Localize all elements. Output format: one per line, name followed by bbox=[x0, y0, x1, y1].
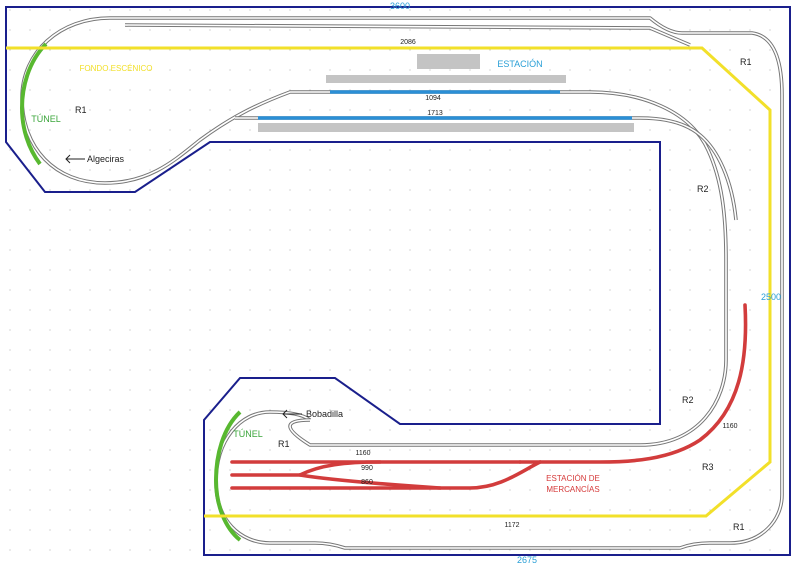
freight-station-label-2: MERCANCÍAS bbox=[546, 485, 599, 494]
radius-label: R3 bbox=[702, 462, 714, 472]
station-label: ESTACIÓN bbox=[497, 59, 542, 69]
track-length: 860 bbox=[361, 479, 373, 486]
track-length: 2086 bbox=[400, 39, 416, 46]
arrow-left-icon bbox=[65, 154, 85, 164]
track-length: 1160 bbox=[355, 450, 370, 457]
freight-crossover bbox=[298, 473, 442, 490]
freight-lead bbox=[518, 303, 748, 464]
destination-upper: Algeciras bbox=[87, 154, 125, 164]
scenic-backdrop-label: FONDO ESCÉNICO bbox=[80, 64, 153, 73]
main-track bbox=[20, 16, 784, 550]
tunnels bbox=[19, 42, 242, 542]
baseboard-outline bbox=[5, 6, 791, 556]
track-length: 1172 bbox=[504, 522, 519, 529]
platform-lower bbox=[258, 123, 634, 132]
track-length: 1160 bbox=[722, 423, 737, 430]
radius-label: R2 bbox=[682, 395, 694, 405]
tunnel-upper-label: TÚNEL bbox=[31, 114, 61, 124]
tunnel-lower bbox=[213, 410, 242, 542]
station-building bbox=[417, 54, 480, 69]
arrow-left-icon bbox=[282, 409, 302, 419]
dimension-bottom: 2675 bbox=[517, 555, 537, 563]
freight-siding-3 bbox=[230, 460, 542, 490]
tunnel-upper bbox=[19, 42, 48, 166]
radius-label: R2 bbox=[697, 184, 709, 194]
radius-label: R1 bbox=[75, 105, 87, 115]
radius-label: R1 bbox=[740, 57, 752, 67]
arrows bbox=[65, 154, 302, 419]
dimension-right: 2500 bbox=[761, 292, 781, 302]
scenic-backdrop bbox=[6, 46, 772, 518]
destination-lower: Bobadilla bbox=[306, 409, 343, 419]
platform-upper bbox=[326, 75, 566, 83]
freight-station-label-1: ESTACIÓN DE bbox=[546, 474, 600, 483]
track-length: 1713 bbox=[427, 110, 443, 117]
station-tracks bbox=[258, 90, 632, 120]
track-length: 1094 bbox=[425, 95, 441, 102]
dimension-top: 3600 bbox=[390, 1, 410, 11]
radius-label: R1 bbox=[278, 439, 290, 449]
tunnel-lower-label: TÚNEL bbox=[233, 429, 263, 439]
radius-label: R1 bbox=[733, 522, 745, 532]
station-platforms bbox=[258, 54, 634, 132]
track-length: 990 bbox=[361, 465, 373, 472]
freight-yard bbox=[230, 303, 748, 490]
